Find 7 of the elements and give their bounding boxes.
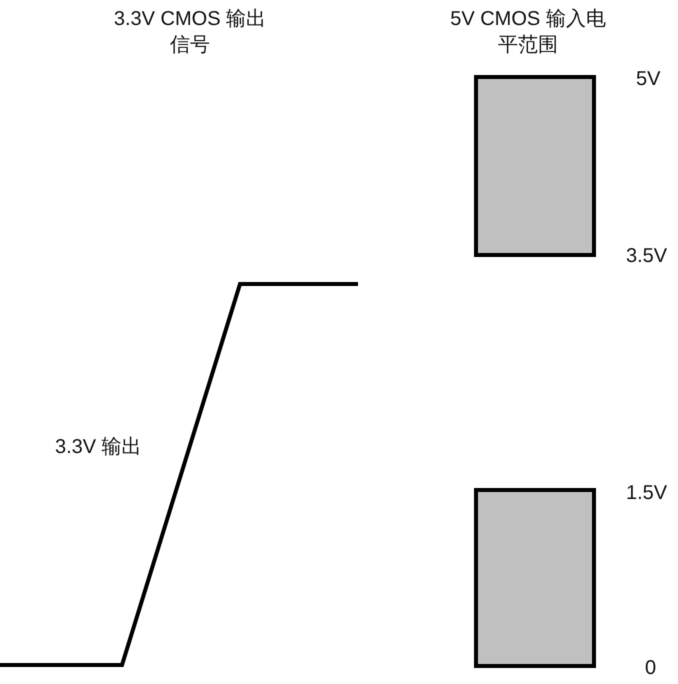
voltage-label: 5V (636, 67, 660, 92)
voltage-label: 3.3V 输出 (55, 435, 142, 460)
heading: 3.3V CMOS 输出信号 (112, 7, 268, 58)
heading: 5V CMOS 输入电平范围 (449, 7, 607, 58)
voltage-label: 3.5V (626, 244, 668, 269)
voltage-label: 1.5V (626, 481, 668, 506)
voltage-label: 0 (645, 656, 656, 681)
